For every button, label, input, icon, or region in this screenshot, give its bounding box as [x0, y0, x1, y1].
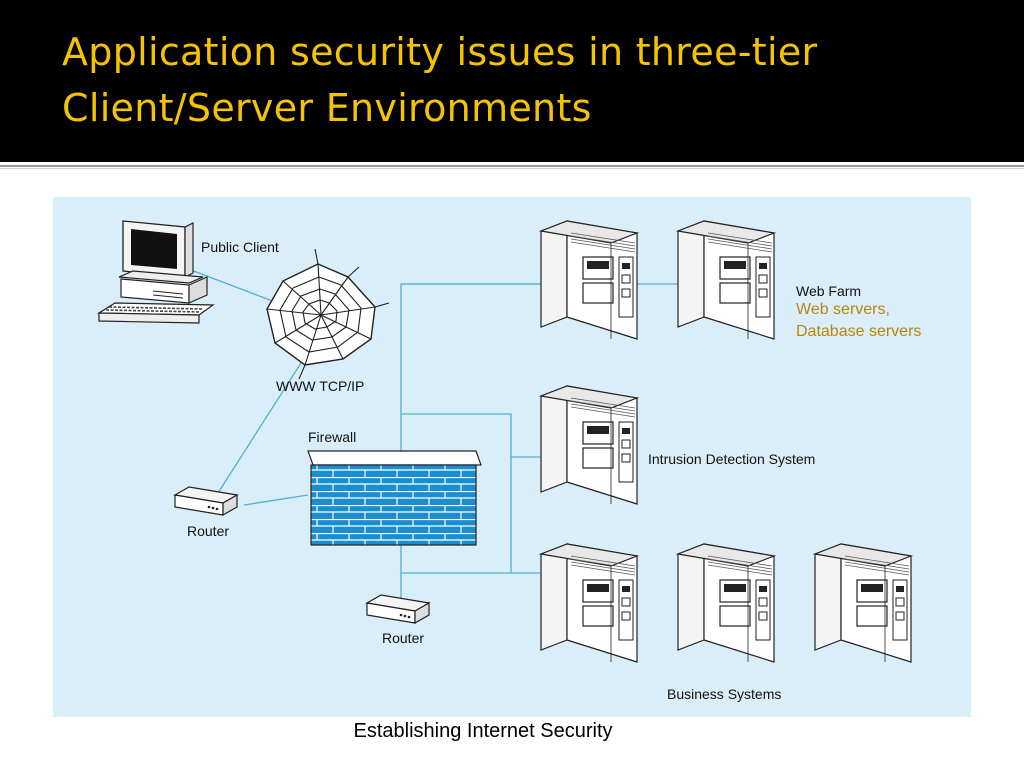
server-icon: [540, 220, 638, 340]
server-icon: [814, 543, 912, 663]
slide-title: Application security issues in three-tie…: [62, 30, 818, 130]
label-public-client: Public Client: [201, 239, 279, 255]
label-router-bottom: Router: [382, 630, 425, 646]
web-icon: [266, 248, 390, 380]
firewall-icon: [307, 450, 482, 546]
title-divider: [0, 165, 1024, 167]
label-www: WWW TCP/IP: [276, 378, 365, 394]
server-icon: [540, 543, 638, 663]
label-ids: Intrusion Detection System: [648, 451, 816, 467]
server-icon: [677, 543, 775, 663]
router-icon: [174, 486, 238, 516]
server-icon: [540, 385, 638, 505]
computer-icon: [96, 220, 215, 324]
title-divider-light: [0, 168, 1024, 169]
router-icon: [366, 594, 430, 624]
label-router-left: Router: [187, 523, 230, 539]
label-business-systems: Business Systems: [667, 686, 782, 702]
diagram-canvas: [96, 220, 912, 663]
slide-caption: Establishing Internet Security: [353, 720, 613, 742]
label-database-servers: Database servers: [796, 323, 922, 340]
label-web-servers: Web servers,: [796, 301, 890, 318]
network-diagram: Public Client WWW TCP/IP Firewall Router…: [53, 197, 971, 717]
label-firewall: Firewall: [308, 429, 357, 445]
label-web-farm: Web Farm: [796, 283, 862, 299]
title-bar: Application security issues in three-tie…: [0, 0, 1024, 162]
server-icon: [677, 220, 775, 340]
